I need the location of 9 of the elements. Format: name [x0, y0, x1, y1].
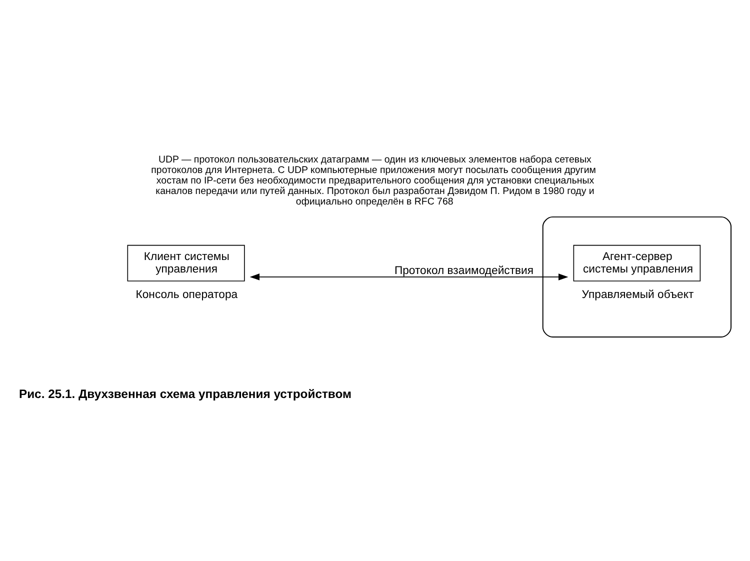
- node-label: Консоль оператора: [136, 288, 238, 301]
- cluster: [542, 216, 732, 337]
- node-box: Агент-сервер системы управления: [573, 244, 701, 281]
- node-label: Управляемый объект: [582, 288, 694, 301]
- arrow: [250, 273, 568, 280]
- diagram-title: UDP — протокол пользовательских датаграмм — один из ключевых элементов набора сетевых протоколов для Интернета. С UDP компьютерные приложения могут посылать сообщения другим хостам по IP-сети без необходимости предварительного сообщения для установки специальных каналов передачи или путей данных. Протокол был разработан Дэвидом П. Ридом в 1980 году и официально определён в RFC 768: [151, 154, 596, 207]
- caption: Рис. 25.1. Двухзвенная схема управления устройством: [18, 386, 352, 401]
- edge-label: Протокол взаимодействия: [394, 264, 534, 276]
- node-box: Клиент системы управления: [127, 244, 245, 281]
